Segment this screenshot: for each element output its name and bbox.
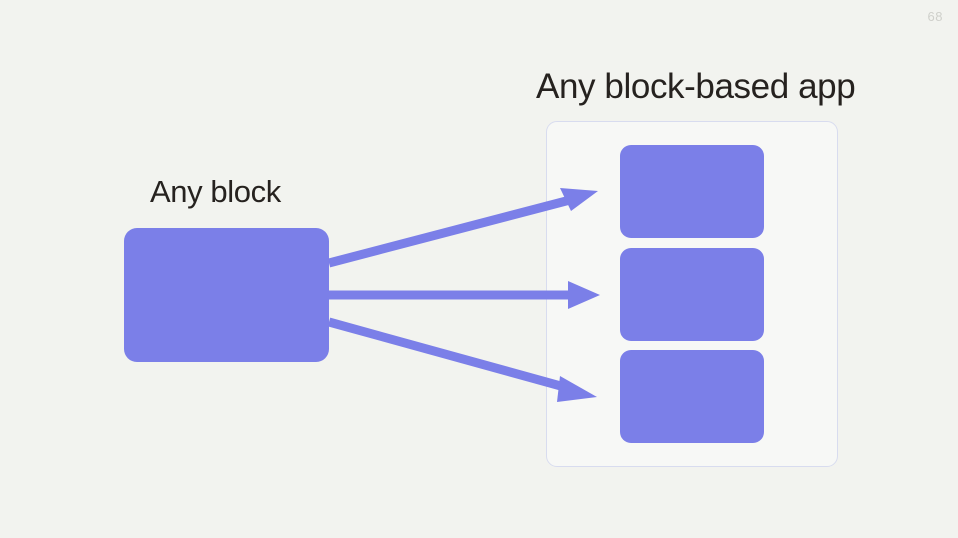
app-block-1 <box>620 145 764 238</box>
page-number: 68 <box>927 9 943 24</box>
arrow-to-block-1-shaft <box>327 195 572 268</box>
arrow-to-block-3-shaft <box>327 317 570 393</box>
app-block-2 <box>620 248 764 341</box>
right-heading: Any block-based app <box>536 67 856 106</box>
app-block-3 <box>620 350 764 443</box>
left-heading: Any block <box>150 174 281 209</box>
any-block-shape <box>124 228 329 362</box>
